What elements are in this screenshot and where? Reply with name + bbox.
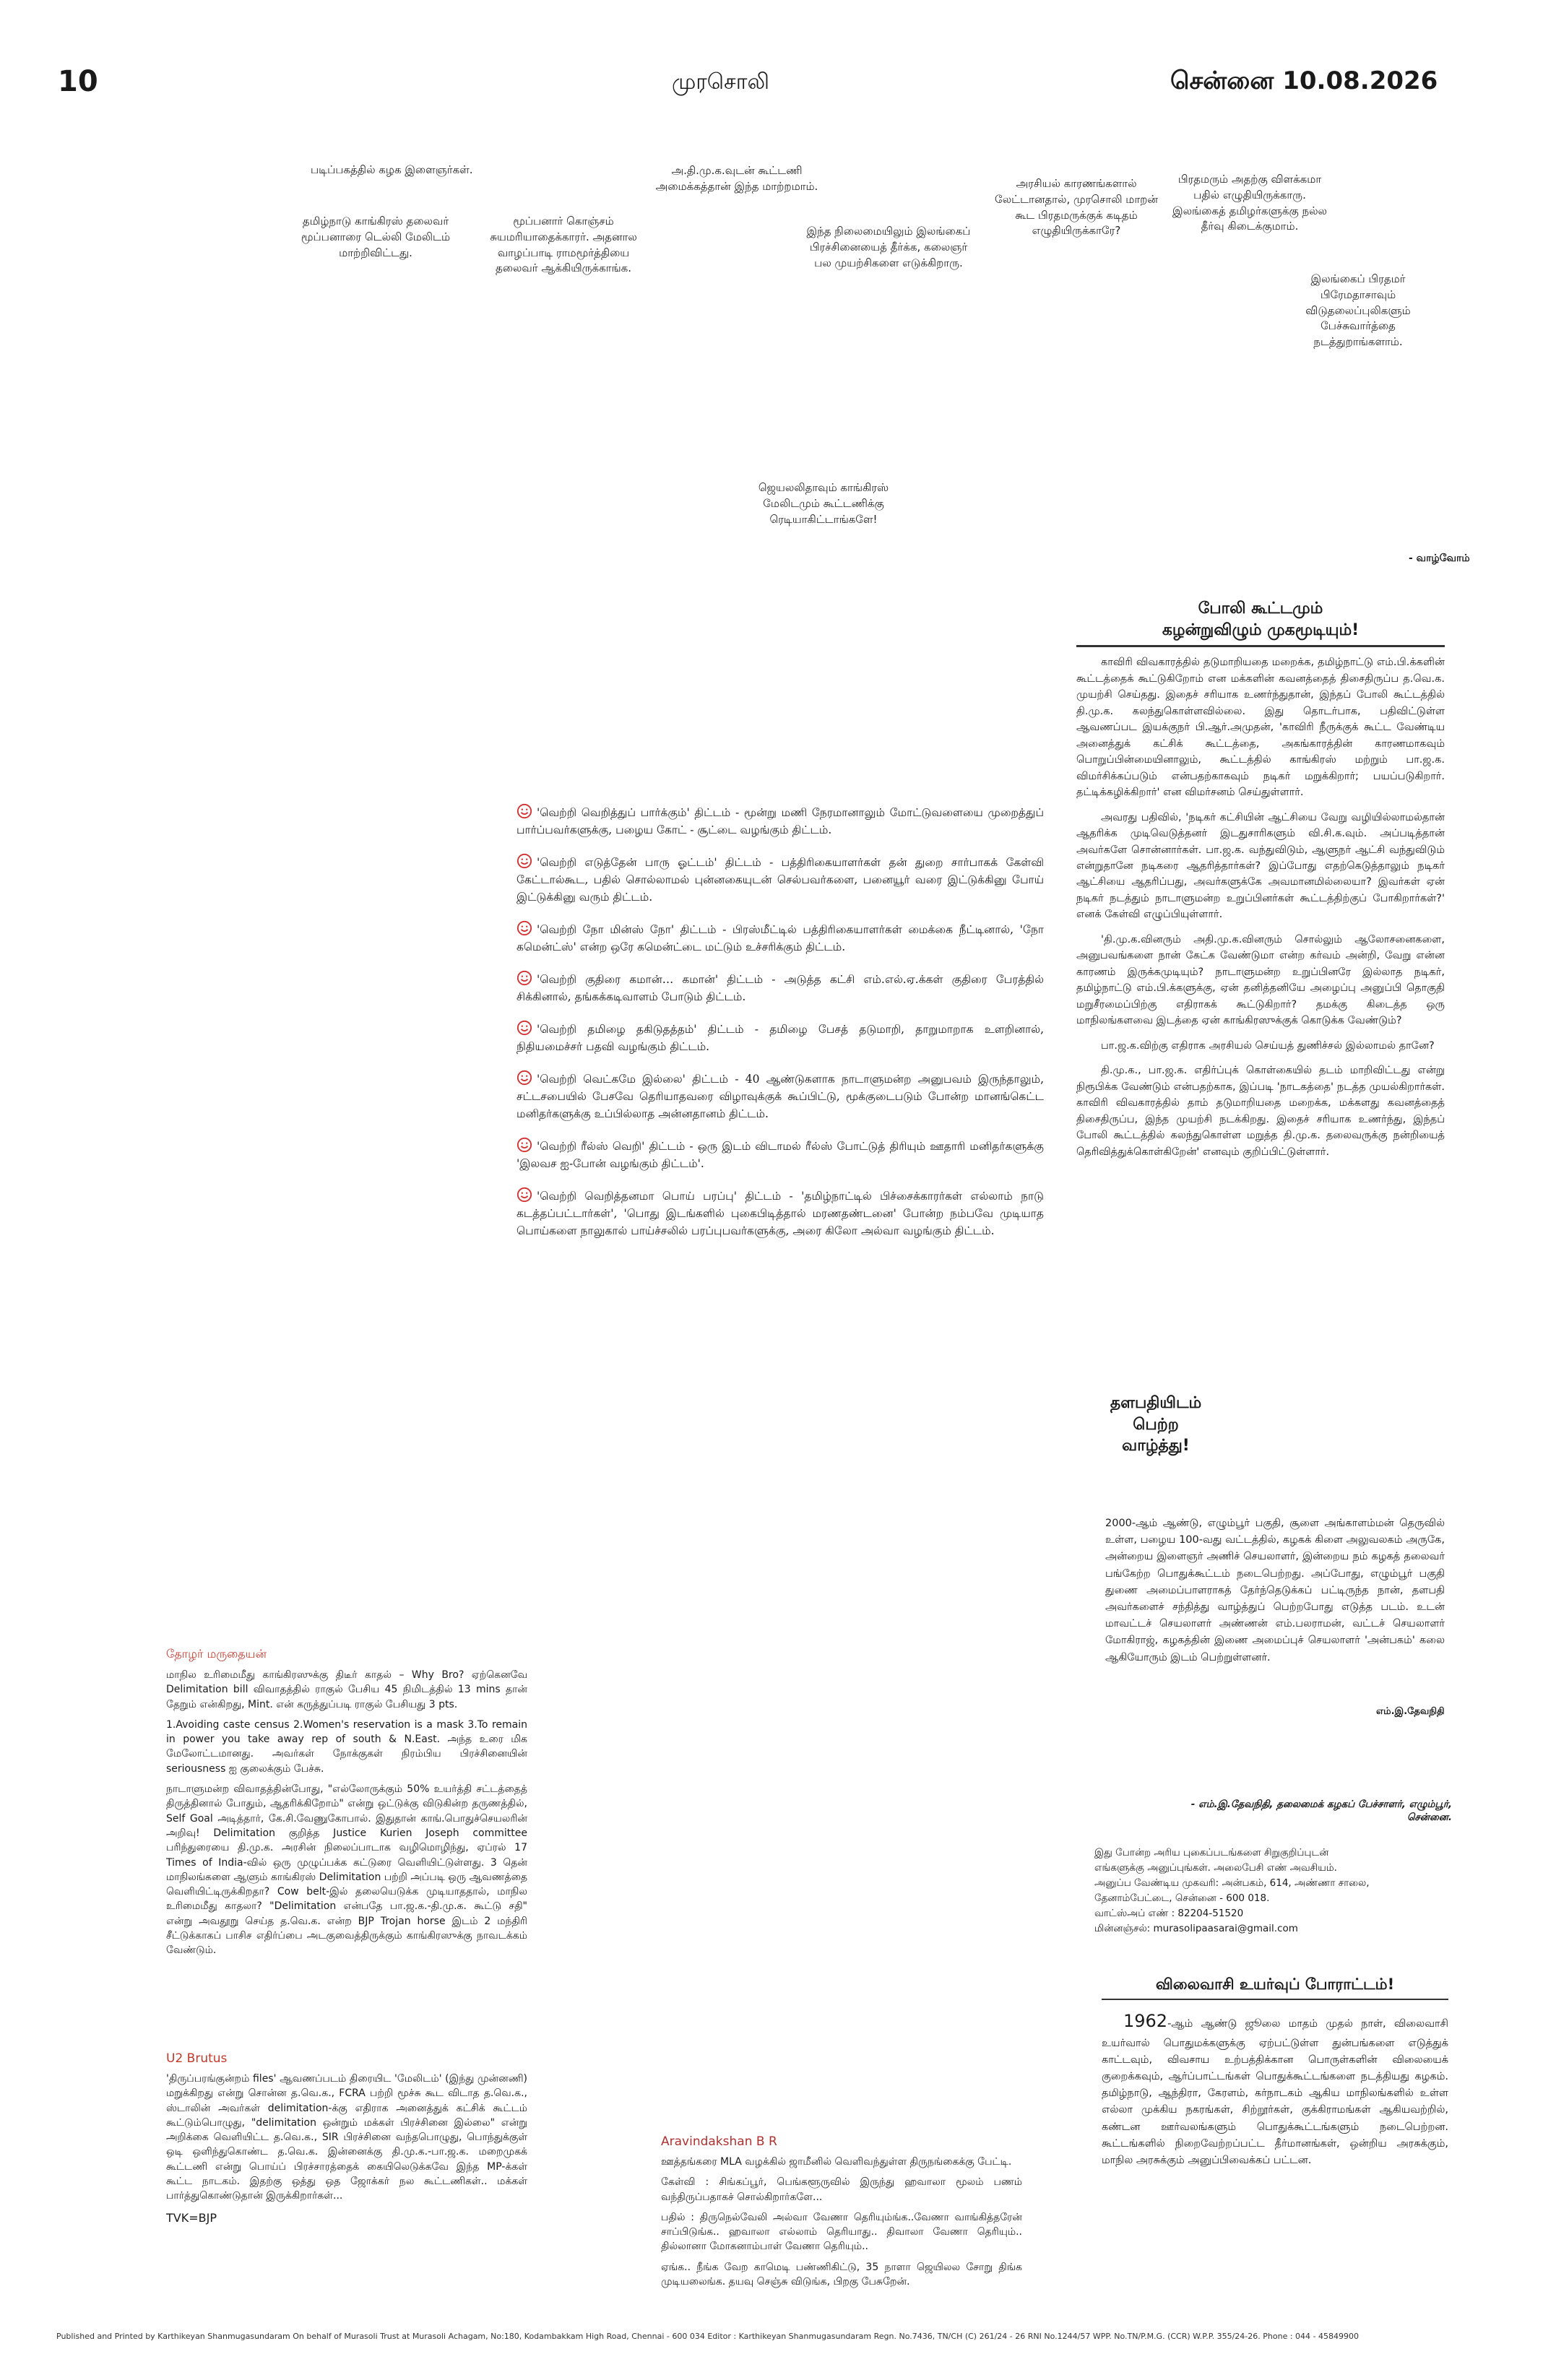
vetri-schemes-column: 'வெற்றி வெறித்துப் பார்க்கும்' திட்டம் -… xyxy=(517,803,1044,1254)
tweet-paragraph: ஏங்க.. நீங்க வேற காமெடி பண்ணிகிட்டு, 35 … xyxy=(661,2261,1022,2288)
scheme-text: 'வெற்றி வெட்கமே இல்லை' திட்டம் - 40 ஆண்ட… xyxy=(517,1073,1044,1121)
cartoon-signature: - வாழ்வோம் xyxy=(1409,553,1470,564)
newspaper-name: முரசொலி xyxy=(672,69,769,95)
scheme-item: 'வெற்றி வெறித்தனமா பொய் பரப்பு' திட்டம் … xyxy=(517,1187,1044,1239)
cartoon-bubble-7: பிரதமரும் அதற்கு விளக்கமா பதில் எழுதியிர… xyxy=(1172,173,1328,233)
scheme-item: 'வெற்றி தமிழை தகிடுதத்தம்' திட்டம் - தமி… xyxy=(517,1020,1044,1055)
greetings-title-line3: வாழ்த்து! xyxy=(1122,1437,1190,1455)
price-article-text: -ஆம் ஆண்டு ஜூலை மாதம் முதல் நாள், விலைவா… xyxy=(1102,2018,1448,2167)
smiley-icon xyxy=(517,920,532,936)
tweet-paragraph: TVK=BJP xyxy=(166,2210,217,2225)
smiley-icon xyxy=(517,1187,532,1203)
article-paragraph: 'தி.மு.க.வினரும் அதி.மு.க.வினரும் சொல்லு… xyxy=(1076,933,1445,1027)
greetings-body: 2000-ஆம் ஆண்டு, எழும்பூர் பகுதி, சூளை அங… xyxy=(1105,1518,1445,1663)
tweet-body: ஊத்தங்கரை MLA வழக்கில் ஜாமீனில் வெளிவந்த… xyxy=(661,2155,1022,2289)
tweet-paragraph: மாநில உரிமைமீது காங்கிரஸுக்கு திடீர் காத… xyxy=(166,1669,527,1710)
cartoon-bubble-2: தமிழ்நாடு காங்கிரஸ் தலைவர் மூப்பனாரை டெல… xyxy=(301,215,451,259)
tweet-paragraph: 1.Avoiding caste census 2.Women's reserv… xyxy=(166,1718,527,1775)
article-title-line2: கழன்றுவிழும் முகமூடியும்! xyxy=(1162,620,1360,639)
smiley-icon xyxy=(517,1138,532,1153)
invite-line: தேனாம்பேட்டை, சென்னை - 600 018. xyxy=(1094,1892,1270,1904)
imprint-line: Published and Printed by Karthikeyan Sha… xyxy=(56,2332,1359,2341)
submission-invite: இது போன்ற அரிய புகைப்படங்களை சிறுகுறிப்ப… xyxy=(1094,1845,1441,1937)
article-title-line1: போலி கூட்டமும் xyxy=(1198,600,1323,618)
cartoon-bubble-9: ஜெயலலிதாவும் காங்கிரஸ் மேலிடமும் கூட்டணி… xyxy=(758,481,889,526)
price-article-title: விலைவாசி உயர்வுப் போராட்டம்! xyxy=(1155,1976,1395,1993)
scheme-text: 'வெற்றி வெறித்தனமா பொய் பரப்பு' திட்டம் … xyxy=(517,1190,1044,1238)
scheme-item: 'வெற்றி எடுத்தேன் பாரு ஓட்டம்' திட்டம் -… xyxy=(517,853,1044,906)
tweet-u2-brutus: U2 Brutus 'திருப்பரங்குன்றம் files' ஆவணப… xyxy=(166,2051,527,2232)
scheme-text: 'வெற்றி நோ மின்ஸ் நோ' திட்டம் - பிரஸ்மீட… xyxy=(517,923,1044,954)
tweet-body: மாநில உரிமைமீது காங்கிரஸுக்கு திடீர் காத… xyxy=(166,1668,527,1958)
smiley-icon xyxy=(517,1070,532,1086)
scheme-text: 'வெற்றி தமிழை தகிடுதத்தம்' திட்டம் - தமி… xyxy=(517,1023,1044,1054)
scheme-item: 'வெற்றி வெறித்துப் பார்க்கும்' திட்டம் -… xyxy=(517,803,1044,839)
tweet-author: தோழர் மருதையன் xyxy=(166,1647,267,1661)
cartoon-bubble-6: அரசியல் காரணங்களால் லேட்டானதால், முரசொலி… xyxy=(995,177,1158,238)
price-article-year: 1962 xyxy=(1123,2011,1168,2032)
article-paragraph: அவரது பதிவில், 'நடிகர் கட்சியின் ஆட்சியை… xyxy=(1076,811,1445,921)
greetings-title: தளபதியிடம் பெற்ற வாழ்த்து! xyxy=(1076,1393,1235,1457)
smiley-icon xyxy=(517,853,532,869)
tweet-paragraph: நாடாளுமன்ற விவாதத்தின்போது, "எல்லோருக்கு… xyxy=(166,1783,527,1957)
scheme-item: 'வெற்றி குதிரை கமான்… கமான்' திட்டம் - அ… xyxy=(517,970,1044,1005)
greetings-title-line2: பெற்ற xyxy=(1133,1415,1179,1434)
article-poli-koottam: போலி கூட்டமும் கழன்றுவிழும் முகமூடியும்!… xyxy=(1076,598,1445,1169)
tweet-paragraph: பதில் : திருநெல்வேலி அல்வா வேணா தெரியும்… xyxy=(661,2211,1022,2253)
price-article-body: 1962-ஆம் ஆண்டு ஜூலை மாதம் முதல் நாள், வி… xyxy=(1102,2007,1448,2169)
title-rule xyxy=(1076,645,1445,648)
invite-line: இது போன்ற அரிய புகைப்படங்களை சிறுகுறிப்ப… xyxy=(1094,1847,1329,1858)
dateline: சென்னை 10.08.2026 xyxy=(1170,66,1438,95)
cartoon-bubble-3: மூப்பனார் கொஞ்சம் சுயமரியாதைக்காரர். அதன… xyxy=(490,215,637,275)
tweet-paragraph: ஊத்தங்கரை MLA வழக்கில் ஜாமீனில் வெளிவந்த… xyxy=(661,2156,1012,2168)
scheme-text: 'வெற்றி எடுத்தேன் பாரு ஓட்டம்' திட்டம் -… xyxy=(517,856,1044,904)
photo-caption: எம்.இ.தேவநிதி xyxy=(1376,1706,1445,1717)
greetings-title-line1: தளபதியிடம் xyxy=(1110,1394,1202,1412)
invite-line: வாட்ஸ்அப் எண் : 82204-51520 xyxy=(1094,1907,1244,1919)
cartoon-bubble-5: இந்த நிலைமையிலும் இலங்கைப் பிரச்சினையைத்… xyxy=(806,225,971,269)
scheme-text: 'வெற்றி குதிரை கமான்… கமான்' திட்டம் - அ… xyxy=(517,973,1044,1004)
greetings-signature: - எம்.இ.தேவநிதி, தலைமைக் கழகப் பேச்சாளர்… xyxy=(1190,1799,1452,1823)
scheme-item: 'வெற்றி நோ மின்ஸ் நோ' திட்டம் - பிரஸ்மீட… xyxy=(517,920,1044,956)
tweet-body: 'திருப்பரங்குன்றம் files' ஆவணப்படம் திரை… xyxy=(166,2072,527,2226)
smiley-icon xyxy=(517,803,532,819)
smiley-icon xyxy=(517,971,532,986)
tweet-paragraph: கேள்வி : சிங்கப்பூர், பெங்களூருவில் இருந… xyxy=(661,2176,1022,2203)
article-paragraph: காவிரி விவகாரத்தில் தடுமாறியதை மறைக்க, த… xyxy=(1076,657,1445,799)
tweet-paragraph: 'திருப்பரங்குன்றம் files' ஆவணப்படம் திரை… xyxy=(166,2073,527,2202)
invite-line: எங்களுக்கு அனுப்புங்கள். அலைபேசி எண் அவச… xyxy=(1094,1861,1337,1874)
article-paragraph: பா.ஜ.க.விற்கு எதிராக அரசியல் செய்யத் துண… xyxy=(1101,1039,1435,1052)
cartoon-bubble-8: இலங்கைப் பிரதமர் பிரேமதாசாவும் விடுதலைப்… xyxy=(1305,272,1411,348)
tweet-marudhaiyan: தோழர் மருதையன் மாநில உரிமைமீது காங்கிரஸு… xyxy=(166,1647,527,1964)
scheme-text: 'வெற்றி வெறித்துப் பார்க்கும்' திட்டம் -… xyxy=(517,806,1044,837)
tweet-aravindakshan: Aravindakshan B R ஊத்தங்கரை MLA வழக்கில்… xyxy=(661,2134,1022,2295)
tweet-author: Aravindakshan B R xyxy=(661,2134,777,2149)
cartoon-bubble-1: படிப்பகத்தில் கழக இளைஞர்கள். xyxy=(311,163,473,176)
price-article: விலைவாசி உயர்வுப் போராட்டம்! 1962-ஆம் ஆண… xyxy=(1102,1974,1448,2169)
invite-line: அனுப்ப வேண்டிய முகவரி: அன்பகம், 614, அண்… xyxy=(1094,1877,1370,1889)
scheme-item: 'வெற்றி வெட்கமே இல்லை' திட்டம் - 40 ஆண்ட… xyxy=(517,1070,1044,1122)
cartoon-bubble-4: அ.தி.மு.க.வுடன் கூட்டணி அமைக்கத்தான் இந்… xyxy=(655,164,818,193)
tweet-author: U2 Brutus xyxy=(166,2051,228,2066)
page-number: 10 xyxy=(58,65,98,98)
title-rule xyxy=(1102,1999,1448,2001)
invite-email: மின்னஞ்சல்: murasolipaasarai@gmail.com xyxy=(1094,1922,1298,1934)
article-paragraph: தி.மு.க., பா.ஜ.க. எதிர்ப்புக் கொள்கையில்… xyxy=(1076,1065,1445,1158)
smiley-icon xyxy=(517,1021,532,1036)
scheme-item: 'வெற்றி ரீல்ஸ் வெறி' திட்டம் - ஒரு இடம் … xyxy=(517,1137,1044,1172)
scheme-text: 'வெற்றி ரீல்ஸ் வெறி' திட்டம் - ஒரு இடம் … xyxy=(517,1140,1044,1171)
